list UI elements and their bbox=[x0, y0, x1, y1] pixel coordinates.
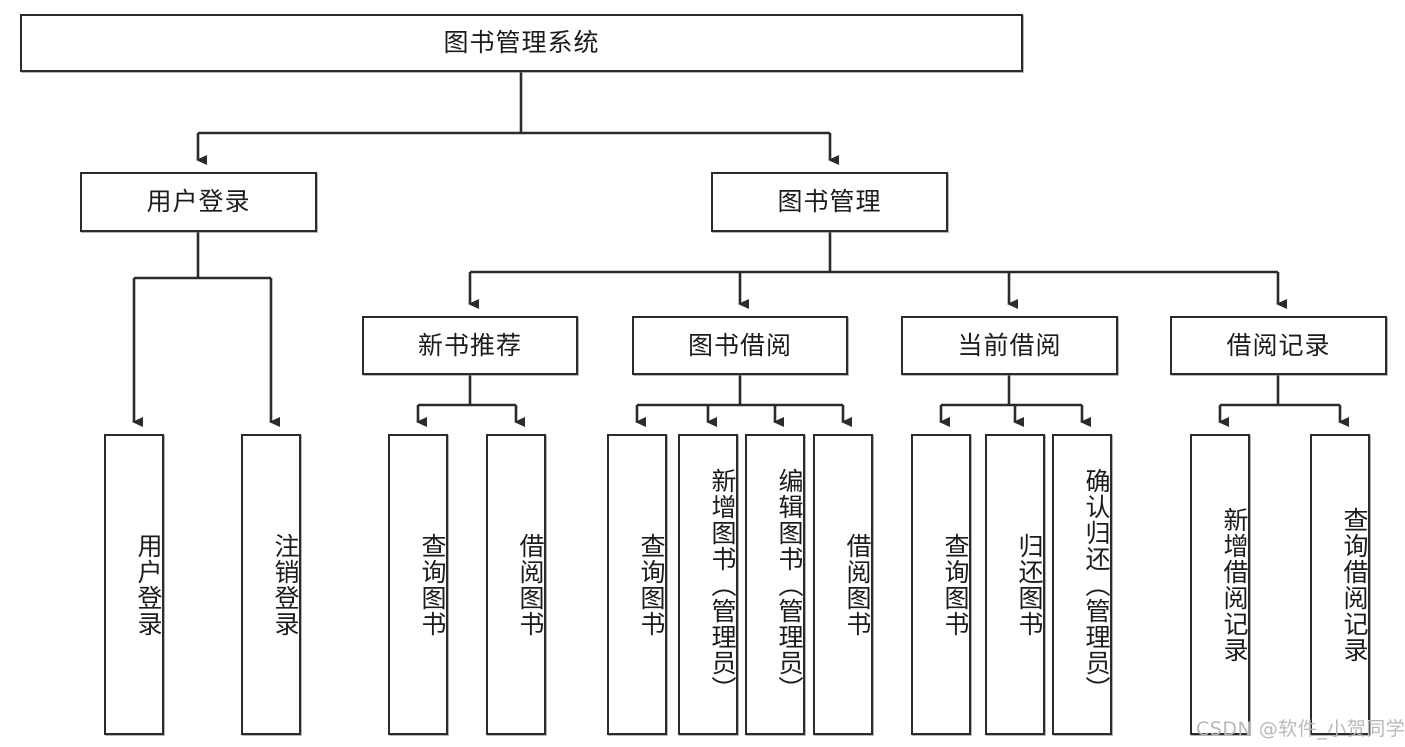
leaf-confirm-return-admin[interactable]: 确认归还（管理员） bbox=[1052, 434, 1112, 735]
node-book-management-label: 图书管理 bbox=[777, 187, 882, 217]
node-book-management[interactable]: 图书管理 bbox=[711, 172, 948, 232]
node-borrow-record-label: 借阅记录 bbox=[1226, 330, 1331, 360]
node-new-book-recommend-label: 新书推荐 bbox=[417, 330, 522, 360]
csdn-watermark: CSDN @软件_小贺同学 bbox=[1196, 718, 1405, 740]
node-book-borrow-label: 图书借阅 bbox=[687, 330, 792, 360]
node-borrow-record[interactable]: 借阅记录 bbox=[1170, 316, 1387, 375]
leaf-query-book-current-label: 查询图书 bbox=[941, 532, 970, 637]
leaf-logout[interactable]: 注销登录 bbox=[241, 434, 301, 735]
leaf-add-book-admin-label: 新增图书（管理员） bbox=[708, 467, 737, 702]
leaf-user-login[interactable]: 用户登录 bbox=[104, 434, 164, 735]
leaf-confirm-return-admin-label: 确认归还（管理员） bbox=[1082, 467, 1111, 702]
leaf-query-book-recommend[interactable]: 查询图书 bbox=[388, 434, 448, 735]
leaf-query-book-current[interactable]: 查询图书 bbox=[911, 434, 971, 735]
node-current-borrow[interactable]: 当前借阅 bbox=[901, 316, 1118, 375]
node-book-borrow[interactable]: 图书借阅 bbox=[632, 316, 848, 375]
leaf-borrow-book-recommend-label: 借阅图书 bbox=[516, 532, 545, 637]
leaf-query-book-borrow[interactable]: 查询图书 bbox=[607, 434, 667, 735]
leaf-query-borrow-record[interactable]: 查询借阅记录 bbox=[1310, 434, 1370, 735]
leaf-add-borrow-record[interactable]: 新增借阅记录 bbox=[1190, 434, 1250, 735]
node-user-login-label: 用户登录 bbox=[146, 187, 251, 217]
leaf-return-book-label: 归还图书 bbox=[1015, 532, 1044, 637]
leaf-query-borrow-record-label: 查询借阅记录 bbox=[1340, 506, 1369, 663]
node-new-book-recommend[interactable]: 新书推荐 bbox=[362, 316, 578, 375]
node-root[interactable]: 图书管理系统 bbox=[20, 14, 1023, 72]
leaf-return-book[interactable]: 归还图书 bbox=[985, 434, 1045, 735]
node-current-borrow-label: 当前借阅 bbox=[957, 330, 1062, 360]
node-root-label: 图书管理系统 bbox=[443, 28, 600, 58]
leaf-borrow-book[interactable]: 借阅图书 bbox=[813, 434, 873, 735]
leaf-add-book-admin[interactable]: 新增图书（管理员） bbox=[678, 434, 738, 735]
leaf-borrow-book-recommend[interactable]: 借阅图书 bbox=[486, 434, 546, 735]
leaf-query-book-recommend-label: 查询图书 bbox=[418, 532, 447, 637]
leaf-borrow-book-label: 借阅图书 bbox=[843, 532, 872, 637]
leaf-add-borrow-record-label: 新增借阅记录 bbox=[1220, 506, 1249, 663]
leaf-query-book-borrow-label: 查询图书 bbox=[637, 532, 666, 637]
leaf-edit-book-admin[interactable]: 编辑图书（管理员） bbox=[745, 434, 805, 735]
leaf-logout-label: 注销登录 bbox=[271, 532, 300, 637]
leaf-edit-book-admin-label: 编辑图书（管理员） bbox=[775, 467, 804, 702]
leaf-user-login-label: 用户登录 bbox=[134, 532, 163, 637]
node-user-login[interactable]: 用户登录 bbox=[80, 172, 317, 232]
